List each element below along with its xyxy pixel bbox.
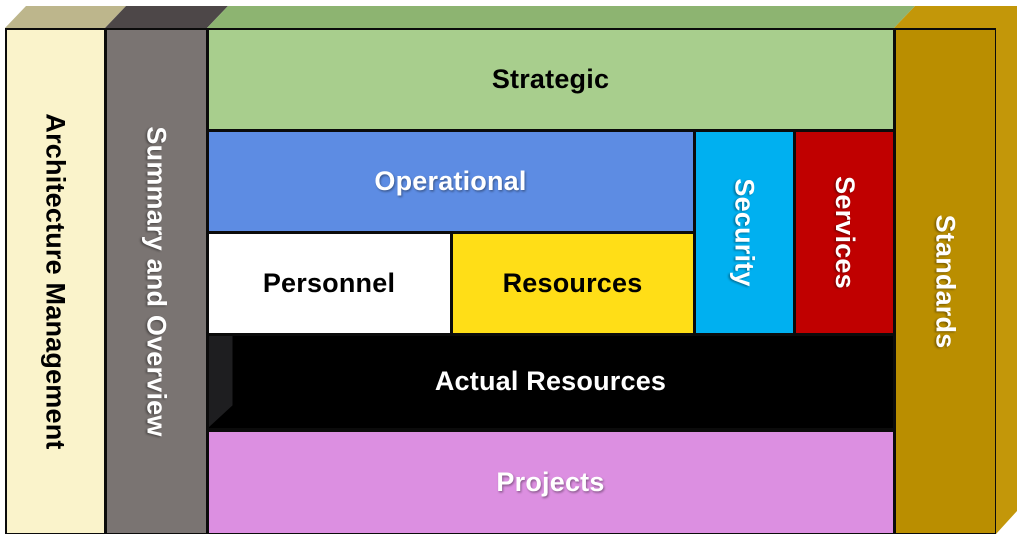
block-standards: Standards bbox=[895, 29, 995, 533]
top-face-main bbox=[207, 6, 915, 28]
front-face: Architecture Management Summary and Over… bbox=[5, 28, 996, 534]
services-label: Services bbox=[829, 175, 860, 289]
block-security: Security bbox=[695, 131, 793, 333]
strategic-label: Strategic bbox=[491, 63, 610, 94]
block-strategic: Strategic bbox=[208, 29, 893, 129]
top-face-summary bbox=[105, 6, 228, 28]
block-projects: Projects bbox=[208, 431, 893, 533]
block-architecture-management: Architecture Management bbox=[6, 29, 104, 533]
summary-and-overview-label: Summary and Overview bbox=[141, 125, 172, 437]
resources-label: Resources bbox=[502, 267, 643, 298]
operational-label: Operational bbox=[374, 165, 527, 196]
block-personnel: Personnel bbox=[208, 233, 450, 333]
projects-label: Projects bbox=[496, 466, 605, 497]
block-resources: Resources bbox=[452, 233, 693, 333]
block-operational: Operational bbox=[208, 131, 693, 231]
security-label: Security bbox=[729, 177, 760, 287]
actual-resources-left-bevel bbox=[208, 335, 233, 428]
block-actual-resources: Actual Resources bbox=[208, 335, 893, 428]
personnel-label: Personnel bbox=[262, 267, 396, 298]
block-services: Services bbox=[795, 131, 893, 333]
top-face-architecture bbox=[5, 6, 126, 28]
actual-resources-label: Actual Resources bbox=[434, 366, 667, 396]
architecture-management-label: Architecture Management bbox=[40, 112, 71, 450]
standards-label: Standards bbox=[930, 214, 961, 348]
top-right-faces-standards bbox=[894, 6, 1017, 534]
block-summary-and-overview: Summary and Overview bbox=[106, 29, 206, 533]
